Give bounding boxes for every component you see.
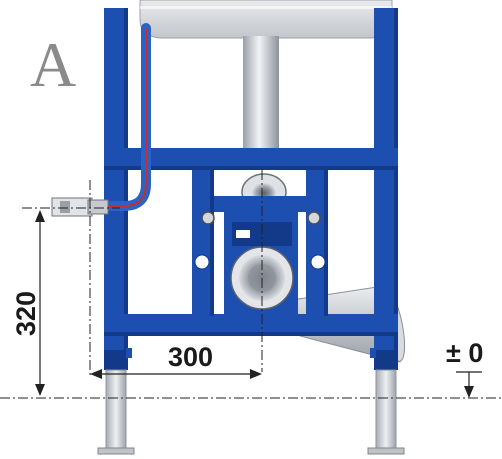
cistern (139, 0, 393, 39)
dimension-horizontal: 300 (90, 342, 262, 379)
waste-outlet (230, 246, 294, 310)
level-reference: ± 0 (446, 338, 483, 398)
supply-pipe (83, 23, 151, 211)
support-frame (104, 8, 398, 370)
leg-right (367, 369, 405, 455)
flush-pipe (243, 36, 279, 154)
level-reference-label: ± 0 (446, 338, 483, 368)
dimension-height-label: 320 (11, 291, 41, 336)
supply-fitting (51, 197, 109, 217)
dimension-height: 320 (11, 210, 45, 396)
dimension-horizontal-label: 300 (168, 342, 213, 372)
leg-left (97, 369, 135, 455)
centre-lines (0, 170, 502, 399)
panel-letter: A (30, 29, 76, 100)
